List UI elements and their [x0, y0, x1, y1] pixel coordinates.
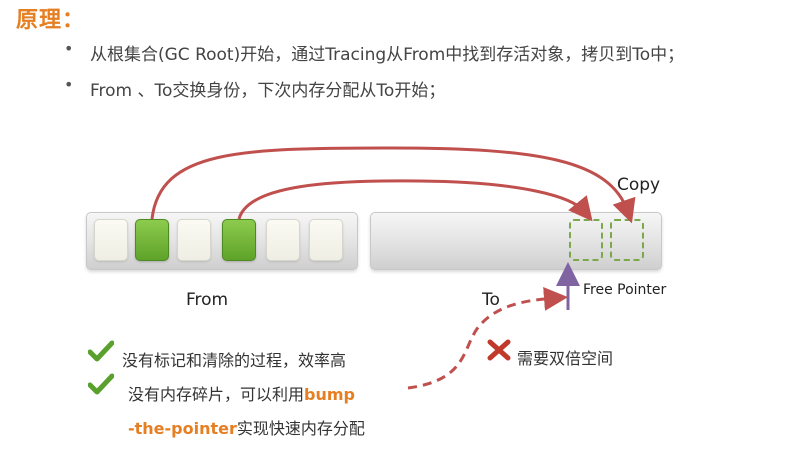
to-label: To — [482, 290, 500, 310]
from-cell-live — [135, 219, 169, 261]
from-label: From — [186, 290, 229, 310]
from-cell-empty — [177, 219, 211, 261]
cross-icon — [487, 339, 511, 361]
advantage-no-fragmentation-cont: -the-pointer实现快速内存分配 — [128, 415, 365, 439]
bullet-dot-icon: • — [64, 75, 74, 94]
advantage-efficiency: 没有标记和清除的过程，效率高 — [122, 351, 347, 370]
copy-arc-outer — [150, 146, 636, 224]
free-pointer-label: Free Pointer — [583, 282, 667, 298]
from-cell-live — [222, 219, 256, 261]
bump-highlight: bump — [304, 385, 355, 404]
from-cell-empty — [266, 219, 300, 261]
the-pointer-highlight: -the-pointer — [128, 419, 237, 438]
from-cell-empty — [309, 219, 343, 261]
disadvantage-double-space: 需要双倍空间 — [517, 349, 614, 368]
page-title: 原理： — [16, 8, 86, 33]
from-cell-empty — [94, 219, 128, 261]
check-icon — [88, 373, 114, 395]
advantage-no-fragmentation: 没有内存碎片，可以利用bump — [128, 381, 355, 405]
bump-pointer-dashed-arrow — [407, 286, 568, 390]
bullet-text: From 、To交换身份，下次内存分配从To开始； — [90, 81, 446, 101]
bullet-dot-icon: • — [64, 39, 74, 58]
copy-arc-inner — [237, 179, 593, 222]
bullet-text: 从根集合(GC Root)开始，通过Tracing从From中找到存活对象，拷贝… — [90, 45, 685, 65]
check-icon — [88, 340, 114, 362]
copy-label: Copy — [617, 175, 661, 195]
advantage-text: 没有内存碎片，可以利用 — [128, 385, 305, 404]
advantage-text: 实现快速内存分配 — [236, 419, 365, 438]
